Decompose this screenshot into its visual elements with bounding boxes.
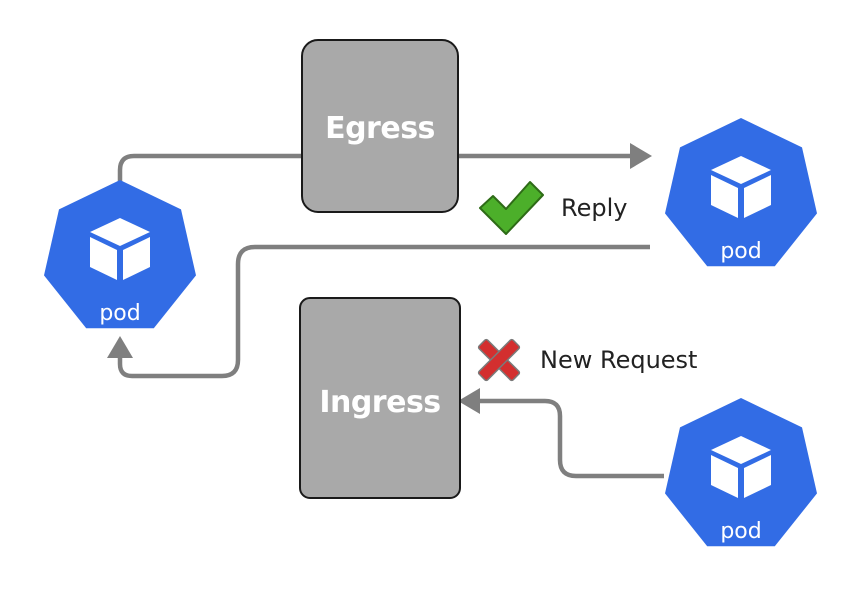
- x-mark-icon: [477, 338, 521, 382]
- check-mark-icon: [479, 181, 544, 235]
- arrowhead-egress-to-pod: [630, 143, 652, 169]
- connector-pod-to-egress: [117, 153, 302, 185]
- pod-top-right-label: pod: [720, 239, 761, 264]
- pod-bottom-right-label: pod: [720, 519, 761, 544]
- pod-bottom-right: pod: [665, 398, 817, 547]
- ingress-box-shape: [299, 297, 461, 499]
- cube-icon: [711, 156, 771, 218]
- egress-box-shape: [301, 39, 459, 213]
- pod-left-heptagon: [44, 180, 196, 329]
- egress-box: Egress: [301, 39, 459, 213]
- pod-top-right: pod: [665, 118, 817, 267]
- pod-bottom-right-heptagon: [665, 398, 817, 547]
- pod-left-label: pod: [99, 301, 140, 326]
- pod-top-right-heptagon: [665, 118, 817, 267]
- pod-left: pod: [44, 180, 196, 329]
- new-request-annotation: New Request: [477, 338, 697, 382]
- cube-icon: [711, 436, 771, 498]
- arrowhead-request-to-ingress: [458, 388, 480, 414]
- ingress-box: Ingress: [299, 297, 461, 499]
- new-request-label: New Request: [540, 346, 697, 374]
- connector-new-request-path: [478, 398, 664, 479]
- reply-label: Reply: [561, 194, 627, 222]
- ingress-label: Ingress: [319, 385, 440, 420]
- egress-label: Egress: [325, 111, 435, 146]
- arrowhead-reply-to-pod: [107, 336, 133, 358]
- connector-reply-path: [117, 244, 650, 379]
- cube-icon: [90, 218, 150, 280]
- reply-annotation: Reply: [479, 181, 627, 235]
